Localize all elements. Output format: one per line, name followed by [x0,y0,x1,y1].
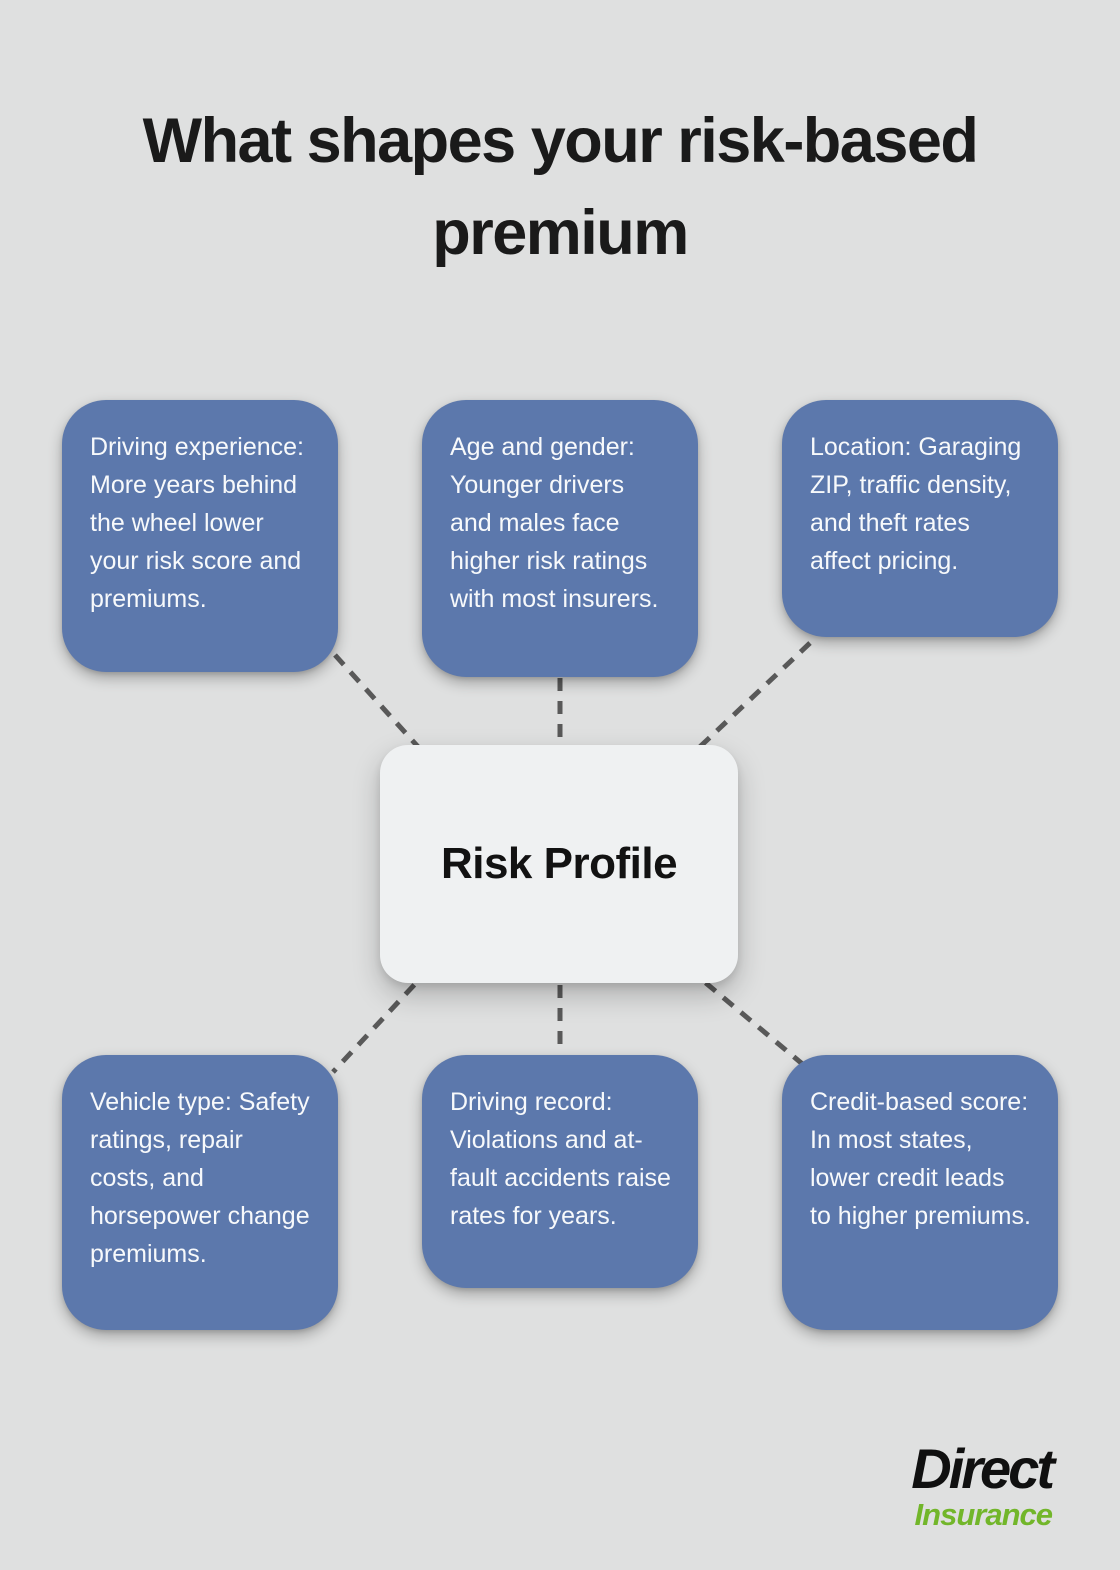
connector-top-right [686,641,812,760]
connector-bottom-left [331,966,432,1074]
risk-profile-node: Risk Profile [380,745,738,983]
connector-bottom-right [686,966,814,1074]
connector-top-left [333,653,432,762]
factor-box-driving-experience: Driving experience: More years behind th… [62,400,338,672]
factor-text-driving-record: Driving record: Violations and at-fault … [450,1088,671,1230]
page-title: What shapes your risk-based premium [142,106,979,268]
factor-box-location: Location: Garaging ZIP, traffic density,… [782,400,1058,637]
factor-text-credit-score: Credit-based score: In most states, lowe… [810,1088,1031,1230]
factor-box-credit-score: Credit-based score: In most states, lowe… [782,1055,1058,1330]
factor-box-vehicle-type: Vehicle type: Safety ratings, repair cos… [62,1055,338,1330]
brand-logo: Direct Insurance [911,1437,1055,1532]
factor-box-age-gender: Age and gender: Younger drivers and male… [422,400,698,677]
factor-text-age-gender: Age and gender: Younger drivers and male… [450,433,659,613]
risk-profile-label: Risk Profile [440,839,678,888]
factor-box-driving-record: Driving record: Violations and at-fault … [422,1055,698,1288]
brand-logo-primary: Direct [911,1437,1055,1500]
factor-text-vehicle-type: Vehicle type: Safety ratings, repair cos… [90,1088,310,1268]
factor-text-driving-experience: Driving experience: More years behind th… [90,433,304,613]
factor-text-location: Location: Garaging ZIP, traffic density,… [810,433,1022,575]
brand-logo-secondary: Insurance [914,1497,1053,1532]
